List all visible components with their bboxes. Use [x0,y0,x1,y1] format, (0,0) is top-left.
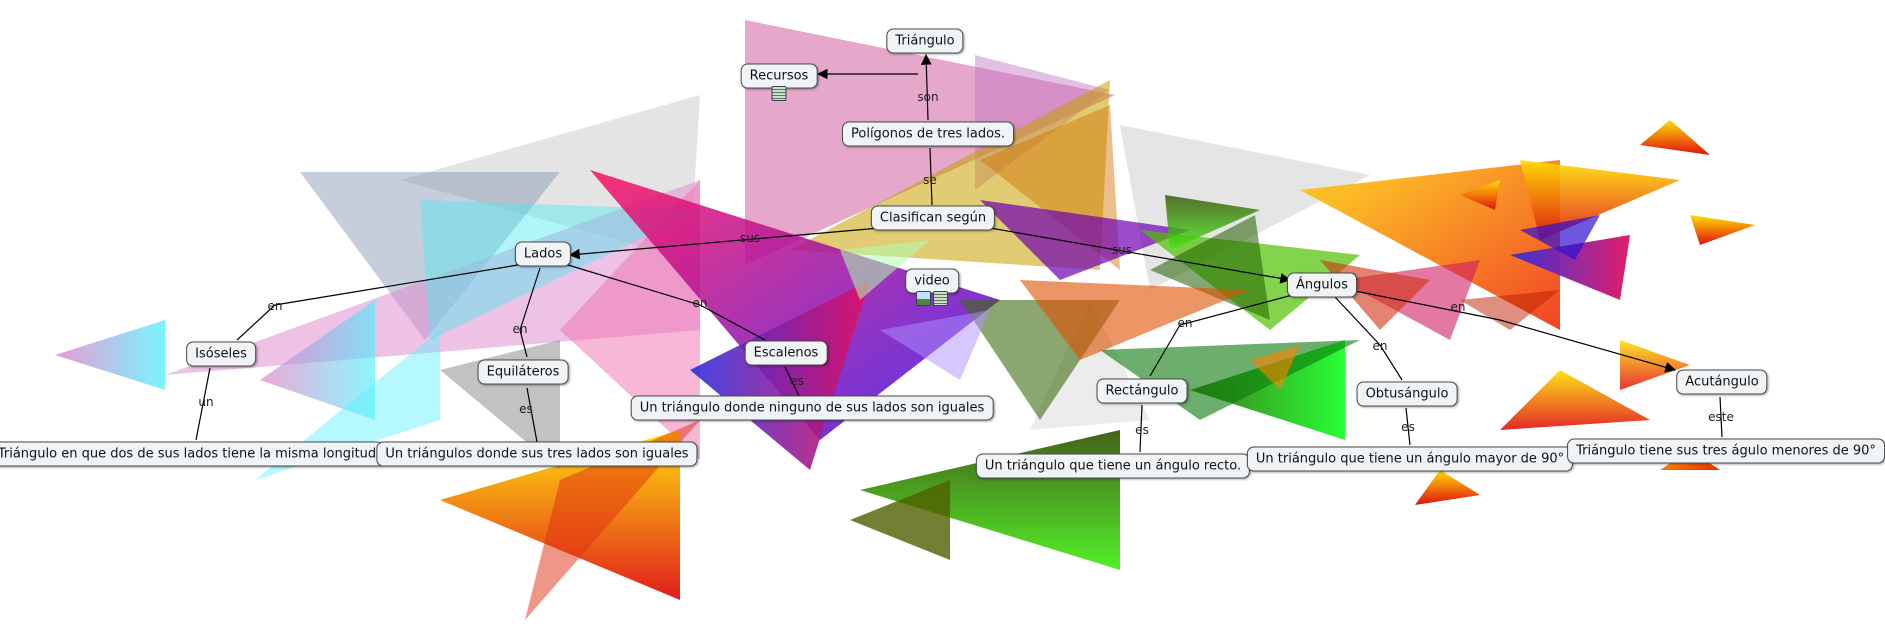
sheet-icon[interactable] [933,291,948,306]
link-label-se: se [923,173,937,187]
link-label-sus-angulos: sus [1111,243,1133,257]
node-def-isosceles[interactable]: Triángulo en que dos de sus lados tiene … [0,441,386,467]
link-label-sus-lados: sus [739,231,761,245]
link-label-en-obtusangulo: en [1372,339,1388,353]
link-clasifican-angulos [989,227,1292,284]
node-isosceles[interactable]: Isóseles [186,341,256,367]
node-obtusangulo[interactable]: Obtusángulo [1356,381,1458,407]
link-clasifican-lados [568,227,881,260]
link-poligonos-triangulo [920,53,932,121]
node-def-obtusangulo[interactable]: Un triángulo que tiene un ángulo mayor d… [1246,446,1574,472]
node-lados[interactable]: Lados [514,241,572,267]
link-label-este: este [1708,410,1734,424]
video-resource-icons[interactable] [916,291,948,306]
node-video[interactable]: video [905,268,959,294]
node-equilateros[interactable]: Equiláteros [477,359,569,385]
node-def-equilateros[interactable]: Un triángulos donde sus tres lados son i… [376,441,698,467]
link-label-en-equilateros: en [512,322,528,336]
link-label-en-acutangulo: en [1450,300,1466,314]
node-clasifican[interactable]: Clasifican según [870,205,996,231]
recursos-resource-icons[interactable] [771,86,787,101]
link-label-en-isosceles: en [267,299,283,313]
link-label-son: son [917,90,939,104]
link-label-es-rectangulo: es [1135,423,1149,437]
image-icon[interactable] [916,291,931,306]
link-label-en-escalenos: en [692,296,708,310]
node-def-acutangulo[interactable]: Triángulo tiene sus tres águlo menores d… [1567,438,1885,464]
node-angulos[interactable]: Ángulos [1287,272,1357,298]
node-triangulo[interactable]: Triángulo [886,28,964,54]
node-def-escalenos[interactable]: Un triángulo donde ninguno de sus lados … [630,395,994,421]
node-rectangulo[interactable]: Rectángulo [1096,378,1188,404]
sheet-icon[interactable] [771,86,787,101]
node-recursos[interactable]: Recursos [740,63,818,89]
node-escalenos[interactable]: Escalenos [744,340,828,366]
link-label-es-equilateros: es [519,402,533,416]
link-label-en-rectangulo: en [1177,316,1193,330]
link-label-es-escalenos: es [790,374,804,388]
node-acutangulo[interactable]: Acutángulo [1676,369,1768,395]
link-label-es-obtusangulo: es [1401,420,1415,434]
link-label-un-isosceles: un [198,395,214,409]
node-def-rectangulo[interactable]: Un triángulo que tiene un ángulo recto. [975,453,1251,479]
node-poligonos[interactable]: Polígonos de tres lados. [842,121,1014,147]
